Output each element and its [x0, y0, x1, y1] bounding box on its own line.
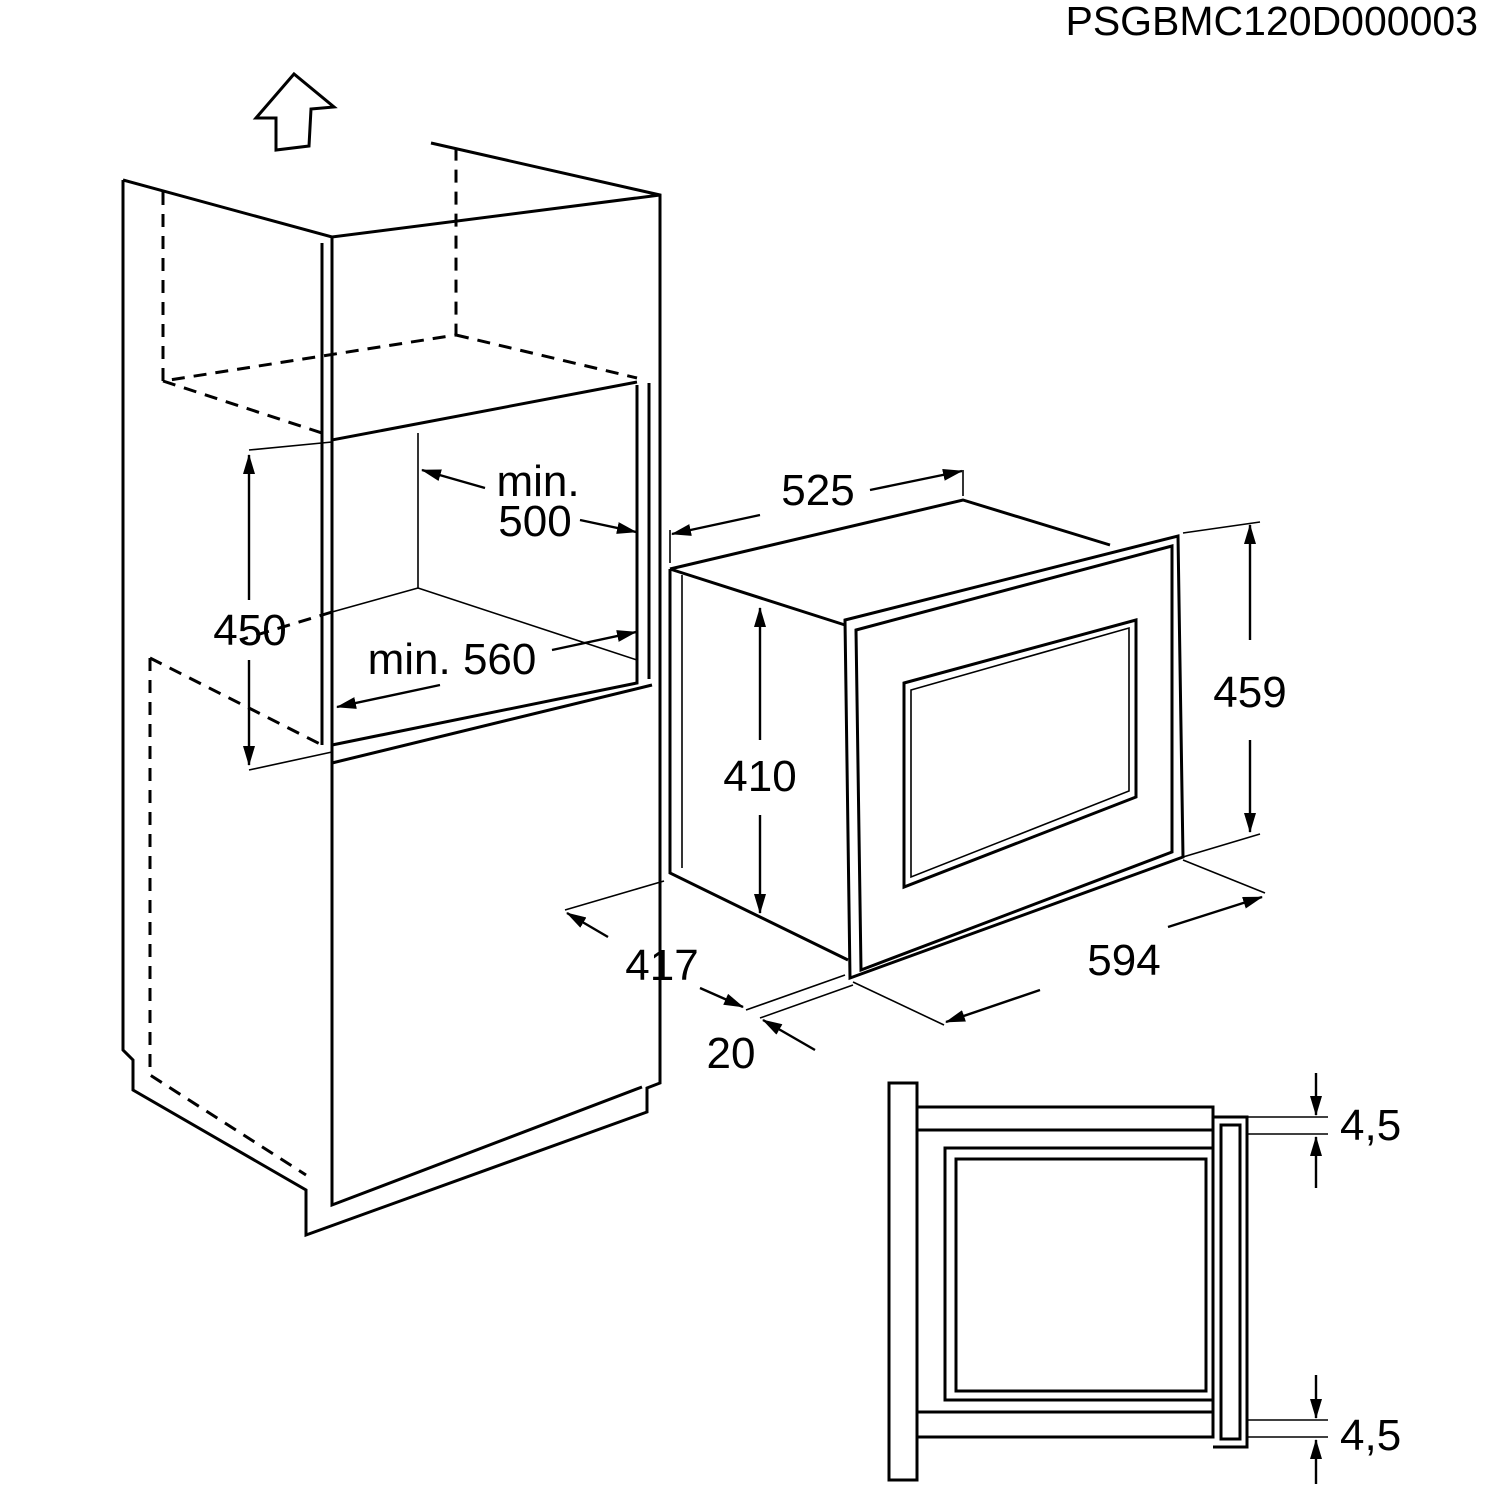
top-gap-label: 4,5	[1340, 1101, 1401, 1150]
appliance-body-height-label: 410	[723, 752, 796, 801]
microwave-appliance	[668, 498, 1185, 981]
up-arrow-icon	[252, 71, 338, 152]
side-section-view	[887, 1073, 1328, 1484]
appliance-front-height-label: 459	[1213, 668, 1286, 717]
appliance-body-depth-label: 417	[625, 941, 698, 990]
cabinet-depth-value: 500	[498, 497, 571, 546]
cabinet-depth-label: min.	[496, 457, 579, 506]
appliance-depth-label: 525	[781, 466, 854, 515]
appliance-dimensions	[564, 468, 1266, 1052]
appliance-front-width-label: 594	[1087, 936, 1160, 985]
front-offset-label: 20	[707, 1029, 756, 1078]
document-code: PSGBMC120D000003	[1065, 0, 1478, 44]
bottom-gap-label: 4,5	[1340, 1411, 1401, 1460]
cabinet-dimensions	[243, 441, 637, 771]
tall-cabinet	[121, 141, 662, 1238]
cabinet-height-label: 450	[213, 606, 286, 655]
cabinet-width-label: min. 560	[368, 635, 537, 684]
